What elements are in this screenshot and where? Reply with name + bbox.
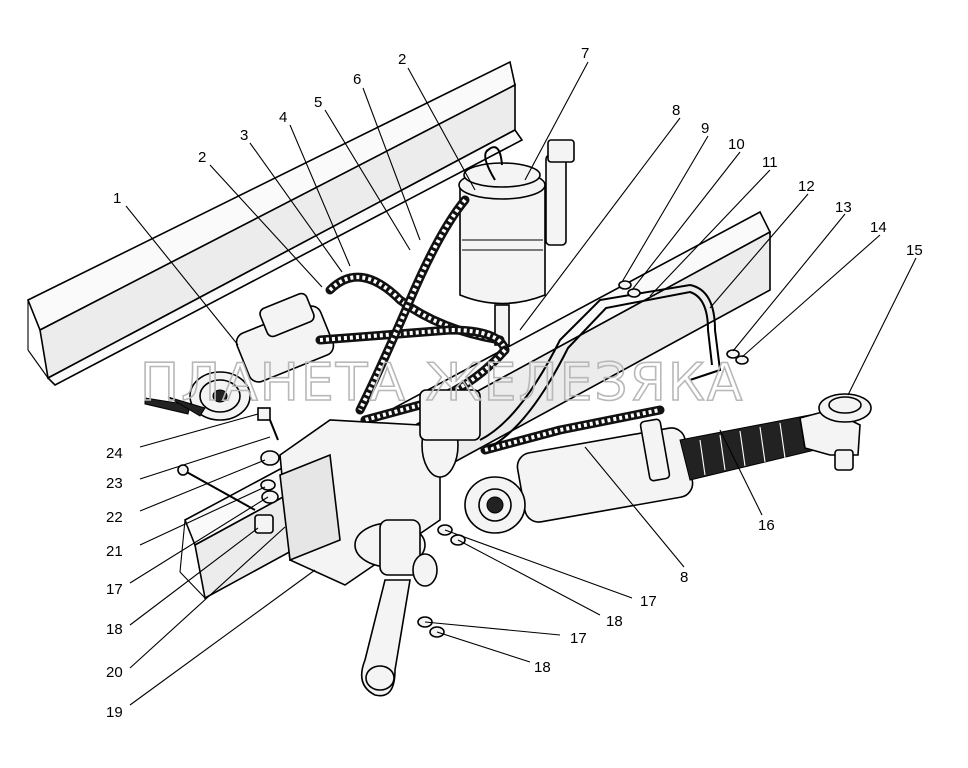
pitman-arm (360, 579, 411, 697)
power-cylinder (464, 418, 694, 534)
watermark: ПЛАНЕТА ЖЕЛЕЗЯКА (140, 353, 744, 413)
callout-3: 3 (240, 127, 248, 144)
callout-4: 4 (279, 109, 287, 126)
callout-18-low: 18 (534, 659, 551, 676)
callout-17-left: 17 (106, 581, 123, 598)
callout-7: 7 (581, 45, 589, 62)
callout-8-lower: 8 (680, 569, 688, 586)
callout-15: 15 (906, 242, 923, 259)
frame-rail-upper (26, 60, 524, 386)
power-steering-pump (144, 292, 335, 421)
callout-17-mid: 17 (640, 593, 657, 610)
callout-1: 1 (113, 190, 121, 207)
callout-11: 11 (762, 154, 778, 171)
callout-21: 21 (106, 543, 123, 560)
leader-lines (125, 61, 917, 706)
pressure-pipes (479, 283, 722, 449)
callout-20: 20 (106, 664, 123, 681)
callout-13: 13 (835, 199, 852, 216)
callout-8-upper: 8 (672, 102, 680, 119)
callout-17-low: 17 (570, 630, 587, 647)
callout-9: 9 (701, 120, 709, 137)
callout-22: 22 (106, 509, 123, 526)
callout-5: 5 (314, 94, 322, 111)
callout-12: 12 (798, 178, 815, 195)
oil-reservoir (458, 139, 575, 346)
callout-19: 19 (106, 704, 123, 721)
fasteners (177, 280, 749, 638)
callout-labels: 1 2 3 4 5 6 2 7 8 9 10 11 12 13 14 15 24… (106, 45, 923, 721)
callout-23: 23 (106, 475, 123, 492)
callout-14: 14 (870, 219, 887, 236)
callout-24: 24 (106, 445, 123, 462)
callout-2: 2 (198, 149, 206, 166)
callout-2-upper: 2 (398, 51, 406, 68)
rod-end-tip (799, 393, 872, 471)
steering-gear (279, 389, 481, 587)
callout-18-left: 18 (106, 621, 123, 638)
callout-18-mid: 18 (606, 613, 623, 630)
callout-10: 10 (728, 136, 745, 153)
callout-16: 16 (758, 517, 775, 534)
protective-boot (679, 414, 816, 481)
callout-6: 6 (353, 71, 361, 88)
